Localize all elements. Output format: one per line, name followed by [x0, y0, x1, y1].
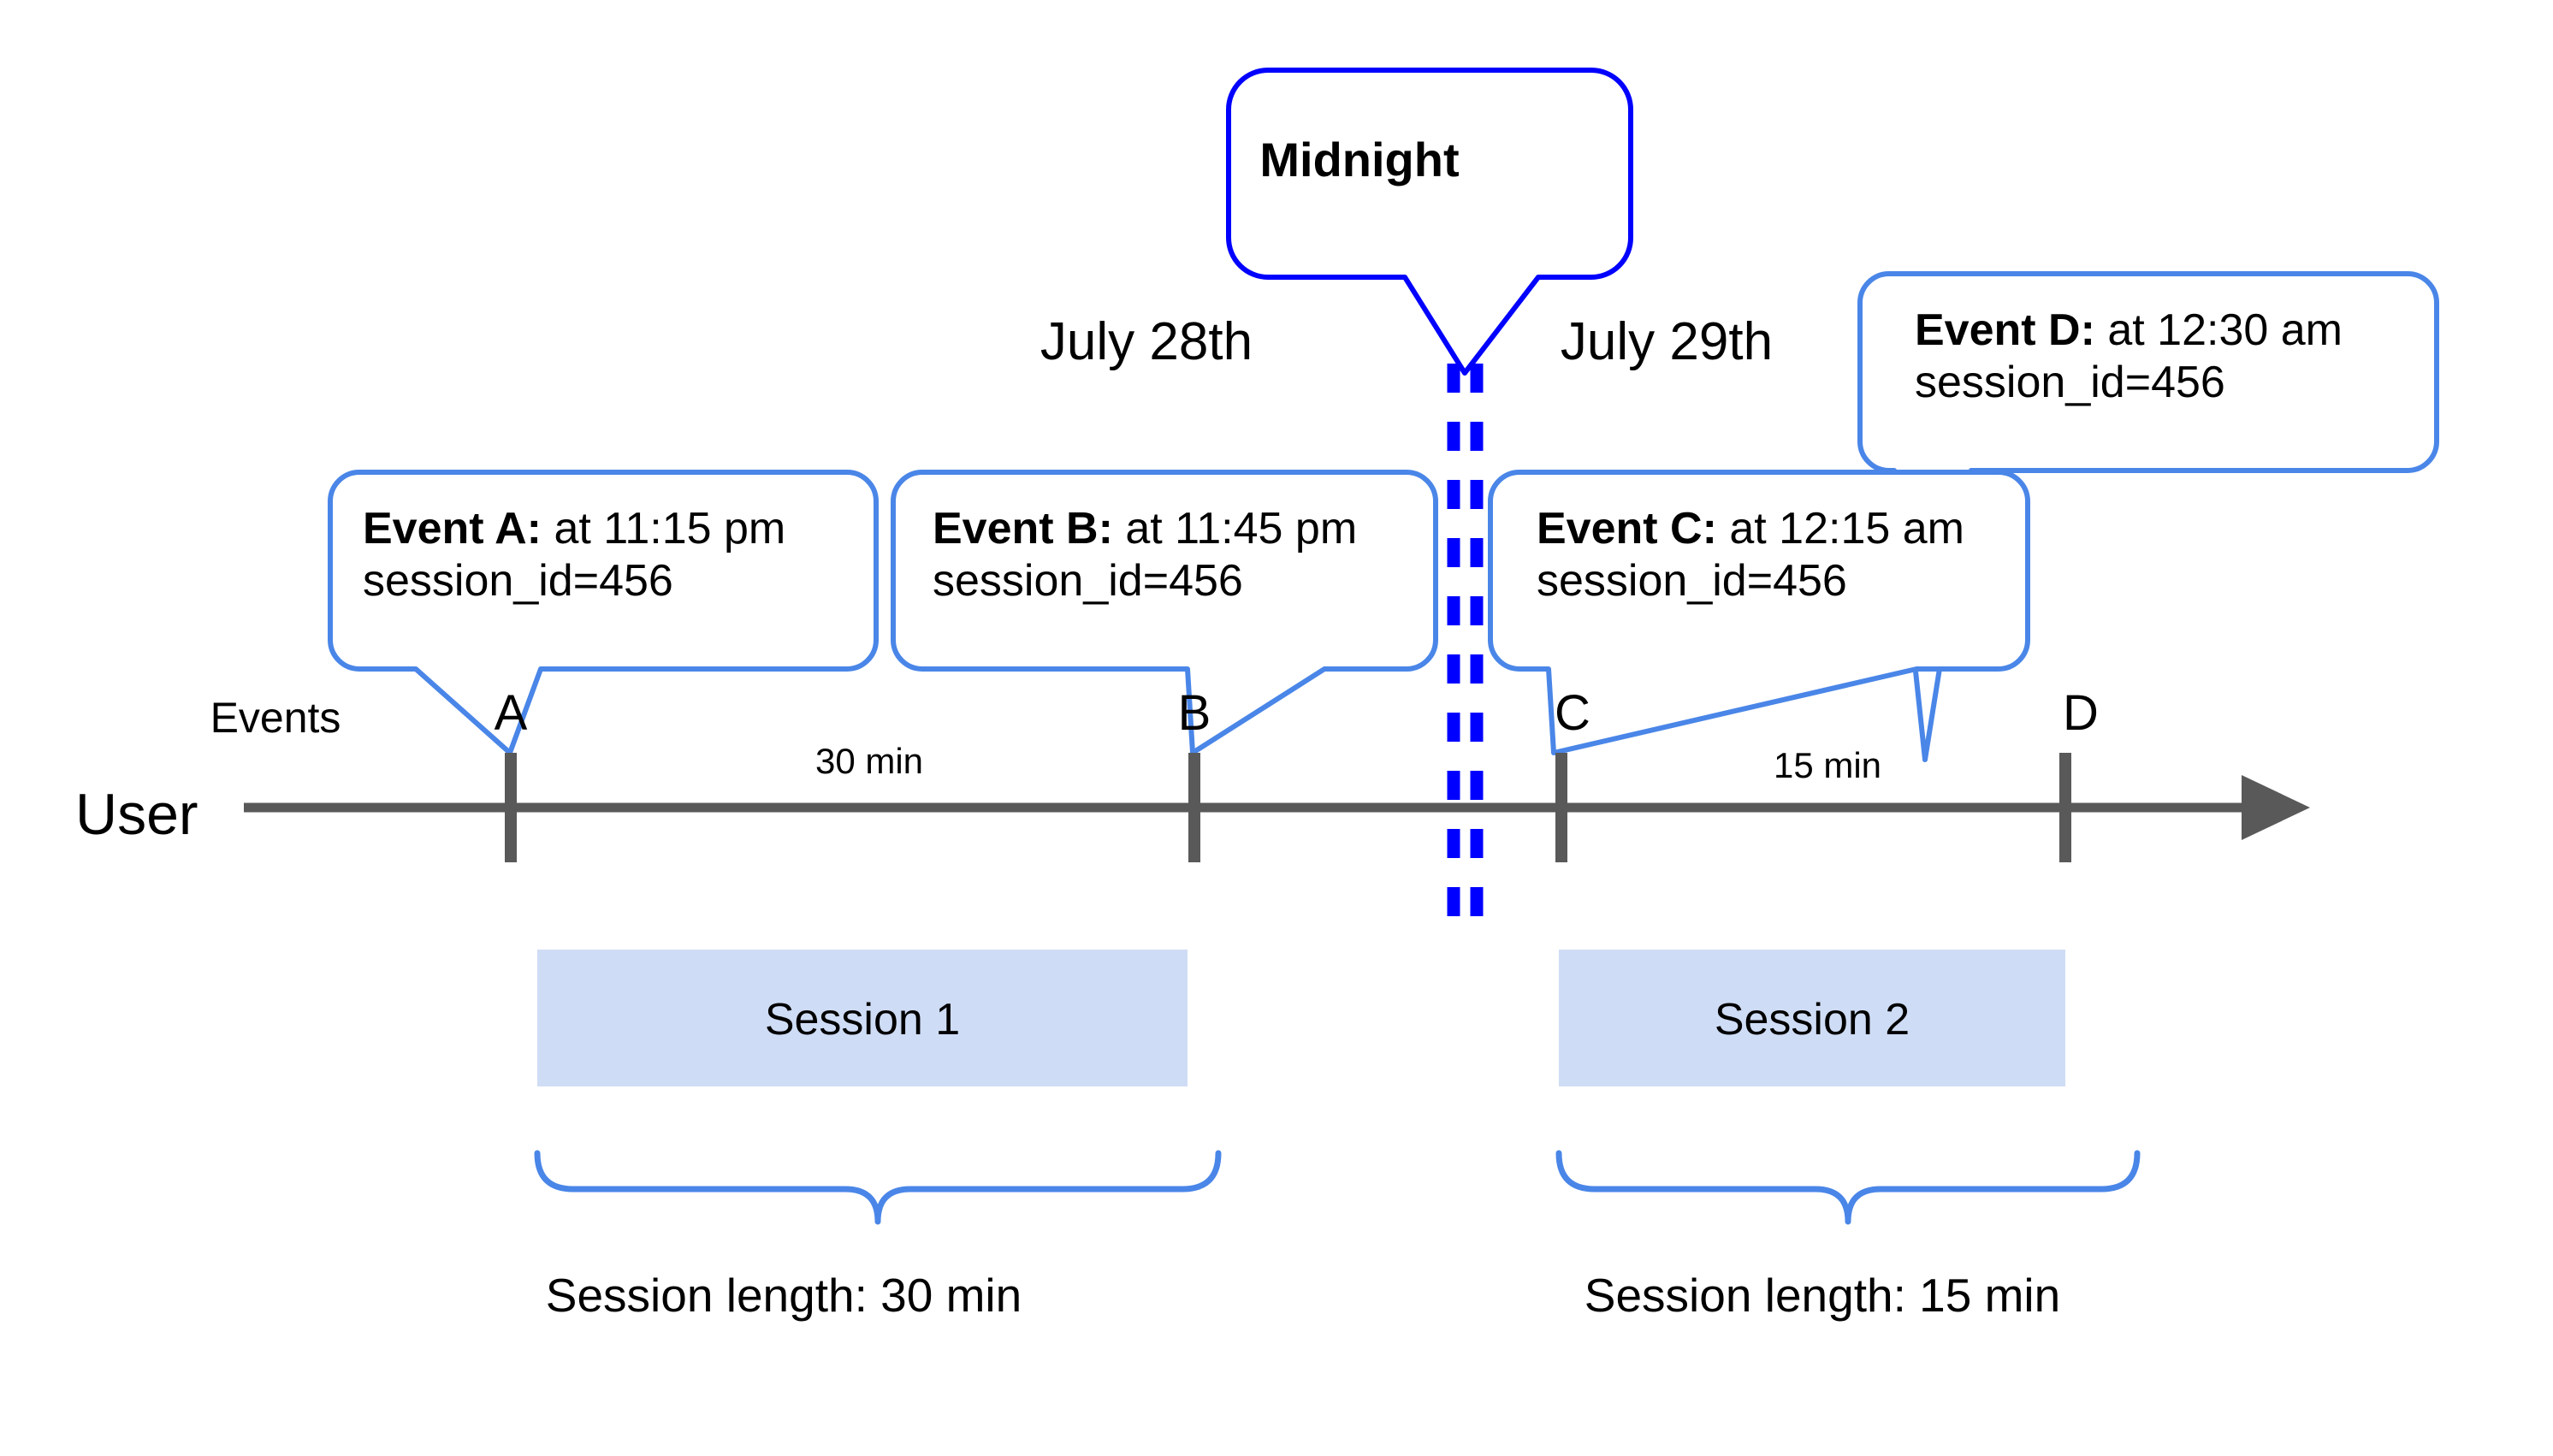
event-b-callout-text: Event B: at 11:45 pm session_id=456 [933, 503, 1357, 608]
session-1-box [537, 950, 1188, 1086]
session-1-label: Session 1 [764, 995, 961, 1045]
event-tick-marks [505, 753, 2071, 862]
event-a-session-id: session_id=456 [363, 556, 673, 607]
event-a-callout-shape [328, 470, 879, 755]
event-b-time: at 11:45 pm [1112, 504, 1358, 553]
event-d-session-id: session_id=456 [1915, 358, 2225, 408]
session-2-length-label: Session length: 15 min [1584, 1269, 2061, 1322]
midnight-label: Midnight [1259, 133, 1460, 186]
date-label-july-29: July 29th [1560, 312, 1774, 371]
axis-arrowhead [2242, 775, 2310, 840]
event-d-title: Event D: [1915, 305, 2095, 355]
event-c-callout-shape [1488, 470, 2030, 755]
tick-label-d: D [2063, 685, 2099, 741]
event-d-time: at 12:30 am [2094, 305, 2343, 355]
events-row-label: Events [210, 694, 341, 742]
user-axis-label: User [75, 782, 198, 847]
event-b-callout-shape [891, 470, 1438, 755]
session-2-label: Session 2 [1714, 995, 1910, 1045]
interval-label-30-min: 30 min [814, 741, 924, 781]
tick-label-b: B [1177, 685, 1211, 741]
event-d-callout-shape [1857, 271, 2439, 762]
event-a-bubble [328, 470, 879, 755]
event-a-callout-text: Event A: at 11:15 pm session_id=456 [363, 503, 785, 608]
event-d-bubble [1857, 271, 2439, 762]
tick-label-a: A [494, 685, 528, 741]
session-1-length-label: Session length: 30 min [545, 1269, 1022, 1322]
event-c-session-id: session_id=456 [1537, 556, 1847, 607]
event-c-bubble [1488, 470, 2030, 755]
timeline-axis [244, 775, 2310, 840]
session-2-brace [1555, 1150, 2141, 1225]
event-a-title: Event A: [363, 504, 542, 553]
midnight-callout-shape [1226, 68, 1633, 376]
session-2-brace-path [1555, 1150, 2141, 1225]
tick-label-c: C [1555, 685, 1590, 741]
event-d-callout-text: Event D: at 12:30 am session_id=456 [1915, 305, 2343, 410]
session-1-brace [534, 1150, 1222, 1225]
event-b-title: Event B: [933, 504, 1113, 553]
event-b-bubble [891, 470, 1438, 755]
session-1-brace-path [534, 1150, 1222, 1225]
event-c-callout-text: Event C: at 12:15 am session_id=456 [1537, 503, 1964, 608]
date-label-july-28: July 28th [1040, 312, 1253, 371]
midnight-bubble [1226, 68, 1633, 376]
session-2-box [1559, 950, 2065, 1086]
event-a-time: at 11:15 pm [542, 504, 786, 553]
interval-label-15-min: 15 min [1773, 745, 1882, 785]
event-c-title: Event C: [1537, 504, 1717, 553]
event-c-time: at 12:15 am [1716, 504, 1964, 553]
event-b-session-id: session_id=456 [933, 556, 1243, 607]
midnight-dashed-lines [1447, 364, 1484, 932]
